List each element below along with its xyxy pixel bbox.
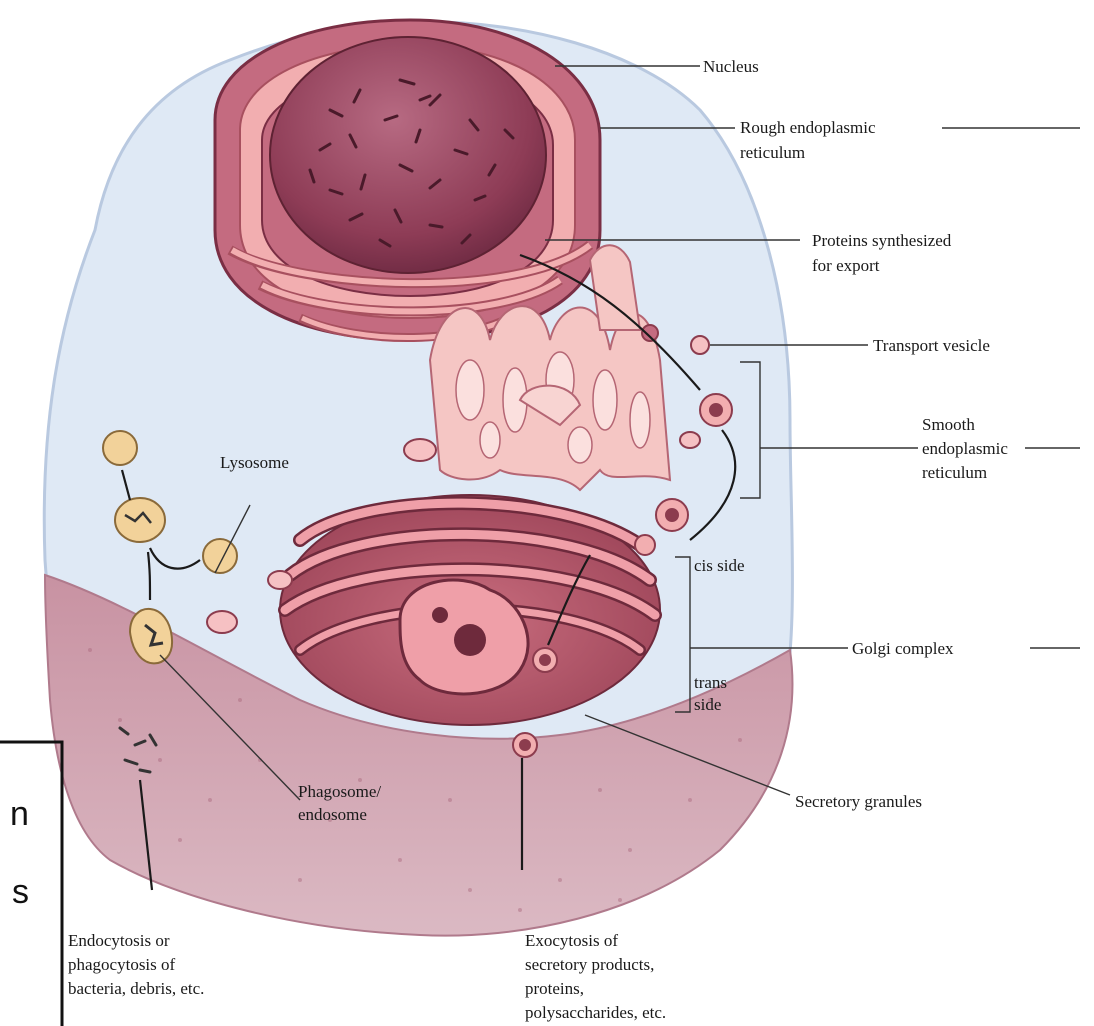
edge-letter-s: s <box>12 873 29 911</box>
label-smooth-er-line3: reticulum <box>922 463 987 482</box>
label-trans-line1: trans <box>694 673 727 692</box>
label-rough-er-line2: reticulum <box>740 143 805 162</box>
label-exocytosis-line3: proteins, <box>525 979 584 998</box>
label-cis-side: cis side <box>694 556 745 575</box>
label-lysosome: Lysosome <box>220 453 289 472</box>
label-secretory-granules: Secretory granules <box>795 792 922 811</box>
golgi-complex <box>280 495 660 725</box>
label-smooth-er-line1: Smooth <box>922 415 975 434</box>
label-exocytosis-line2: secretory products, <box>525 955 654 974</box>
label-proteins-line1: Proteins synthesized <box>812 231 952 250</box>
label-exocytosis-line1: Exocytosis of <box>525 931 618 950</box>
label-trans-line2: side <box>694 695 721 714</box>
label-nucleus: Nucleus <box>703 57 759 76</box>
label-phagosome-line2: endosome <box>298 805 367 824</box>
nucleus <box>270 37 546 273</box>
label-endocytosis-line1: Endocytosis or <box>68 931 170 950</box>
label-rough-er-line1: Rough endoplasmic <box>740 118 876 137</box>
label-exocytosis-line4: polysaccharides, etc. <box>525 1003 666 1022</box>
label-endocytosis-line3: bacteria, debris, etc. <box>68 979 204 998</box>
left-frame <box>0 742 62 1026</box>
label-golgi-complex: Golgi complex <box>852 639 954 658</box>
label-proteins-line2: for export <box>812 256 880 275</box>
label-phagosome-line1: Phagosome/ <box>298 782 381 801</box>
label-smooth-er-line2: endoplasmic <box>922 439 1008 458</box>
label-endocytosis-line2: phagocytosis of <box>68 955 176 974</box>
edge-letter-n: n <box>10 795 29 833</box>
label-transport-vesicle: Transport vesicle <box>873 336 990 355</box>
